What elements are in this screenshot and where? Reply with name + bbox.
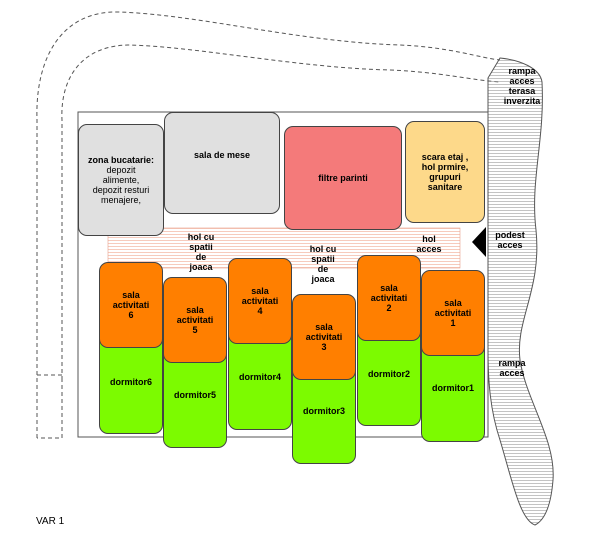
activity-room-5: sala activitati 5 xyxy=(163,277,227,363)
dormitory-label: dormitor4 xyxy=(238,372,281,382)
dashed-corner xyxy=(37,374,63,439)
ramp-label-line: terasa xyxy=(508,86,536,96)
hall-label-line: joaca xyxy=(189,262,213,272)
kitchen-title: zona bucatarie: xyxy=(87,155,154,165)
activity-room-2: sala activitati 2 xyxy=(357,255,421,341)
activity-line: 1 xyxy=(450,318,456,328)
landing-label-line: podest xyxy=(495,230,525,240)
dormitory-label: dormitor2 xyxy=(367,369,410,379)
landing-label-line: acces xyxy=(497,240,523,250)
dashed-outline-outer xyxy=(36,11,501,438)
hall-label-line: de xyxy=(195,252,207,262)
kitchen-item: alimente, xyxy=(102,175,140,185)
ramp-label-line: acces xyxy=(509,76,535,86)
hall-label-line: joaca xyxy=(311,274,335,284)
activity-line: activitati xyxy=(305,332,343,342)
parents-filter-room: filtre parinti xyxy=(284,126,402,230)
activity-line: sala xyxy=(315,322,333,332)
hall-play-label-center: hol cu spatii de joaca xyxy=(298,244,348,284)
activity-line: 6 xyxy=(128,310,134,320)
kitchen-item: depozit xyxy=(106,165,136,175)
ramp-label-line: acces xyxy=(499,368,525,378)
ramp-access-label: rampa acces xyxy=(490,358,534,378)
activity-line: activitati xyxy=(434,308,472,318)
ramp-label-line: rampa xyxy=(498,358,526,368)
activity-line: activitati xyxy=(176,315,214,325)
hall-play-label-left: hol cu spatii de joaca xyxy=(176,232,226,272)
activity-line: activitati xyxy=(241,296,279,306)
activity-room-1: sala activitati 1 xyxy=(421,270,485,356)
activity-line: 2 xyxy=(386,303,392,313)
activity-line: sala xyxy=(444,298,462,308)
activity-line: 3 xyxy=(321,342,327,352)
entrance-line: sanitare xyxy=(427,182,463,192)
activity-line: 5 xyxy=(192,325,198,335)
hall-label-line: acces xyxy=(416,244,442,254)
activity-line: sala xyxy=(380,283,398,293)
hall-label-line: spatii xyxy=(311,254,335,264)
hall-label-line: de xyxy=(317,264,329,274)
ramp-hatch xyxy=(487,57,554,526)
hall-label-line: hol xyxy=(422,234,436,244)
ramp-label-line: rampa xyxy=(508,66,536,76)
activity-room-6: sala activitati 6 xyxy=(99,262,163,348)
activity-room-4: sala activitati 4 xyxy=(228,258,292,344)
dormitory-label: dormitor6 xyxy=(109,377,152,387)
entrance-stairs-room: scara etaj , hol prmire, grupuri sanitar… xyxy=(405,121,485,223)
activity-line: sala xyxy=(186,305,204,315)
dormitory-label: dormitor5 xyxy=(173,390,216,400)
landing-access-label: podest acces xyxy=(488,230,532,250)
kitchen-item: menajere, xyxy=(100,195,142,205)
variant-label: VAR 1 xyxy=(36,516,65,527)
activity-line: sala xyxy=(122,290,140,300)
dining-hall-label: sala de mese xyxy=(193,150,251,160)
activity-room-3: sala activitati 3 xyxy=(292,294,356,380)
activity-line: 4 xyxy=(257,306,263,316)
ramp-terrace-label: rampa acces terasa inverzita xyxy=(494,66,550,106)
activity-line: sala xyxy=(251,286,269,296)
activity-line: activitati xyxy=(112,300,150,310)
hall-label-line: hol cu xyxy=(187,232,215,242)
entrance-line: hol prmire, xyxy=(421,162,469,172)
entrance-line: grupuri xyxy=(429,172,461,182)
entrance-line: scara etaj , xyxy=(421,152,469,162)
kitchen-zone: zona bucatarie: depozit alimente, depozi… xyxy=(78,124,164,236)
hall-label-line: spatii xyxy=(189,242,213,252)
access-arrow-icon xyxy=(472,227,486,257)
hall-access-label: hol acces xyxy=(406,234,452,254)
dining-hall: sala de mese xyxy=(164,112,280,214)
parents-filter-label: filtre parinti xyxy=(318,173,368,183)
activity-line: activitati xyxy=(370,293,408,303)
kitchen-item: depozit resturi xyxy=(92,185,150,195)
dashed-outline-inner xyxy=(61,44,501,380)
ramp-label-line: inverzita xyxy=(503,96,541,106)
hall-label-line: hol cu xyxy=(309,244,337,254)
dormitory-label: dormitor1 xyxy=(431,383,474,393)
dormitory-label: dormitor3 xyxy=(302,406,345,416)
